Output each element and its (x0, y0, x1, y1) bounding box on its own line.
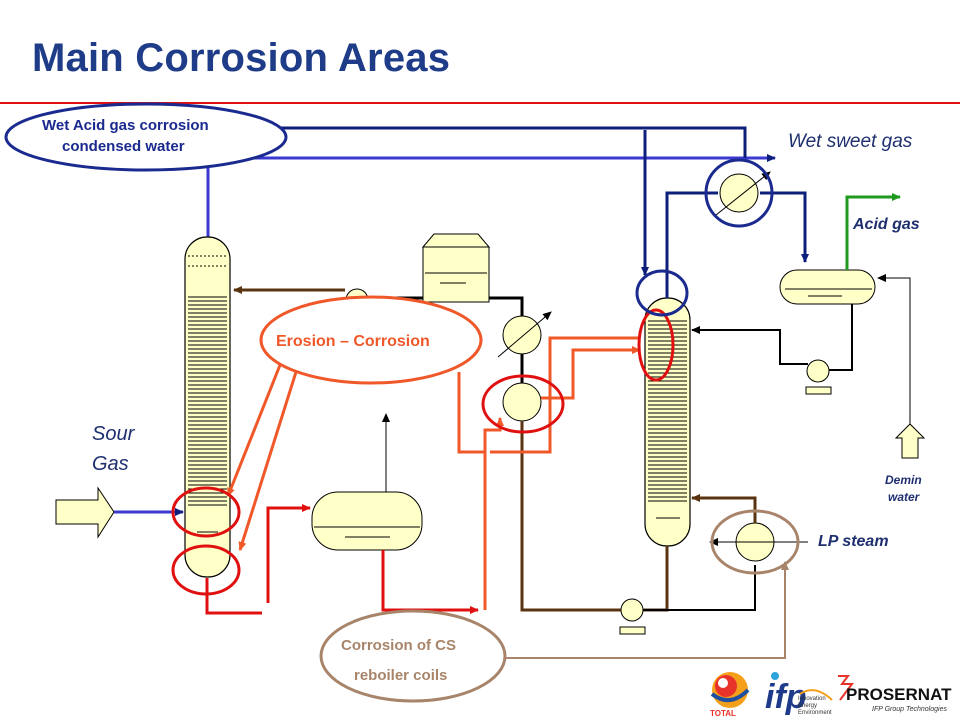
prosernat-logo: PROSERNAT IFP Group Technologies (838, 675, 952, 713)
absorber-inlet-highlight (171, 486, 241, 538)
demin-water-label-2: water (888, 490, 921, 504)
sour-gas-label-1: Sour (92, 423, 136, 445)
sour-gas-inlet-arrow (55, 486, 115, 539)
regen-bottom-pump (619, 598, 646, 635)
erosion-pointer-2 (238, 371, 298, 551)
cs-corrosion-highlight (319, 609, 507, 703)
cs-corrosion-label-2: reboiler coils (354, 667, 447, 684)
regen-feed-highlight (637, 308, 675, 382)
rich-to-regen (541, 346, 641, 400)
ifp-tag-3: Environment (798, 710, 832, 716)
erosion-corrosion-highlight (259, 295, 483, 385)
cs-corrosion-pointer (505, 561, 789, 659)
total-logo-text: TOTAL (710, 709, 736, 718)
absorber-bottom-highlight (171, 544, 241, 596)
demin-water-arrow (894, 423, 926, 459)
reflux-drum (779, 269, 876, 305)
regenerator-column (644, 297, 691, 547)
cs-corrosion-label-1: Corrosion of CS (341, 637, 456, 654)
demin-water-label-1: Demin (885, 473, 922, 487)
regen-top-highlight (635, 269, 689, 317)
wet-acid-label-1: Wet Acid gas corrosion (42, 117, 209, 134)
ifp-tag-1: Innovation (798, 696, 826, 702)
sweet-gas-line (206, 154, 776, 240)
acid-gas-outlet (845, 193, 901, 270)
prosernat-logo-text: PROSERNAT (846, 685, 952, 704)
erosion-corrosion-label: Erosion – Corrosion (276, 333, 430, 350)
absorber-column (184, 236, 231, 578)
ifp-logo-text: ifp (765, 678, 807, 716)
rich-to-exchanger (483, 417, 504, 610)
wet-acid-label-2: condensed water (62, 138, 185, 155)
reboiler-return (691, 494, 757, 523)
lean-from-regen (520, 421, 632, 612)
demin-water-line (877, 274, 911, 425)
rich-amine-line (205, 578, 262, 615)
lean-cooler (497, 311, 552, 358)
overhead-condenser (715, 171, 771, 216)
ifp-logo: ifp Innovation Energy Environment (765, 672, 833, 716)
condenser-highlight (704, 158, 774, 228)
lean-rich-exchanger (502, 382, 542, 422)
reflux-return (691, 326, 808, 365)
exchanger-highlight (481, 374, 565, 434)
prosernat-tag: IFP Group Technologies (872, 706, 947, 713)
sour-gas-label-2: Gas (92, 453, 129, 475)
reflux-pump (805, 359, 832, 395)
reboiler-highlight (710, 509, 800, 575)
lp-steam-label: LP steam (818, 533, 889, 550)
erosion-pointer-1 (226, 359, 284, 497)
storage-tank (421, 233, 491, 303)
regen-overhead (665, 191, 718, 298)
page-title: Main Corrosion Areas (32, 36, 451, 80)
wet-sweet-gas-label: Wet sweet gas (788, 131, 913, 152)
total-logo: TOTAL (710, 672, 750, 718)
wet-acid-gas-highlight (4, 102, 288, 172)
ifp-tag-2: Energy (798, 703, 817, 709)
acid-gas-drop-line (270, 126, 747, 158)
flash-drum (311, 491, 423, 551)
acid-gas-label: Acid gas (852, 216, 920, 233)
